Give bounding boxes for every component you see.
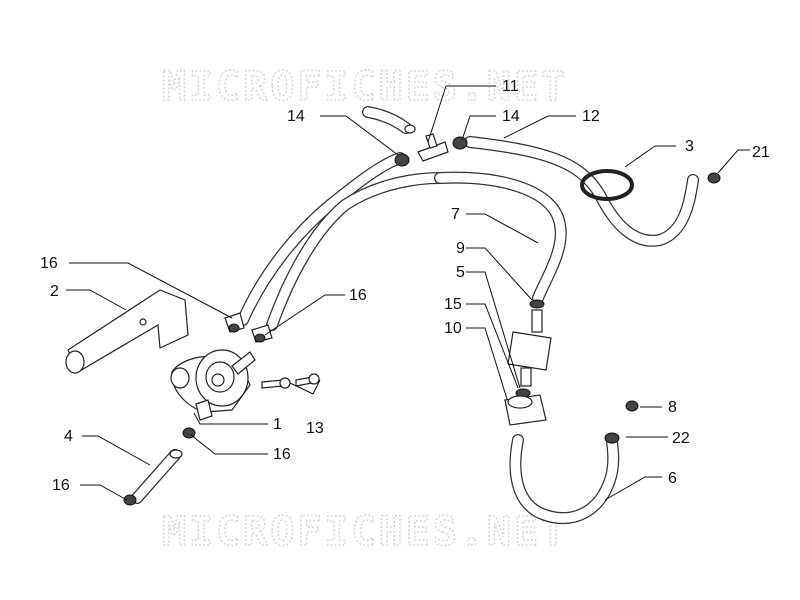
hose-4 [131, 449, 183, 504]
clamp-21 [707, 172, 721, 184]
callout-16-bottom: 16 [52, 477, 70, 494]
callout-16-lower: 16 [273, 446, 291, 463]
callout-1: 1 [273, 416, 282, 433]
hose-7 [434, 171, 567, 304]
callout-14-right: 14 [502, 108, 520, 125]
part-10-holder [504, 394, 547, 426]
callout-12: 12 [582, 108, 600, 125]
callout-16-upper: 16 [40, 255, 58, 272]
fuel-tap-part-1 [170, 349, 256, 421]
callout-10: 10 [444, 320, 462, 337]
callout-15: 15 [444, 296, 462, 313]
screws-part-13 [261, 373, 320, 389]
callout-14-left: 14 [287, 108, 305, 125]
clamp-16-mid [251, 324, 273, 343]
clamp-16-bottom [123, 494, 137, 506]
callout-7: 7 [451, 206, 460, 223]
clamp-16-upper [224, 312, 245, 333]
callout-6: 6 [668, 470, 677, 487]
callout-13: 13 [306, 420, 324, 437]
callout-3: 3 [685, 138, 694, 155]
callout-11: 11 [502, 78, 519, 95]
fuel-filter-part-5 [507, 299, 552, 387]
callout-22: 22 [672, 430, 690, 447]
clamp-22 [604, 432, 620, 444]
callout-2: 2 [50, 283, 59, 300]
callout-8: 8 [668, 399, 677, 416]
clamp-14-left [394, 153, 410, 167]
callout-5: 5 [456, 264, 465, 281]
watermark-top: MICROFICHES.NET [162, 64, 568, 110]
hose-top-stub [362, 106, 416, 134]
clamp-3 [580, 169, 634, 201]
watermark-bottom: MICROFICHES.NET [162, 509, 568, 555]
clamp-14-right [452, 136, 468, 150]
leader-lines [66, 85, 750, 501]
hose-left-pair [237, 152, 446, 331]
hose-6 [509, 434, 620, 525]
hose-12 [464, 136, 699, 247]
callout-21: 21 [752, 144, 770, 161]
bracket-part-2 [65, 289, 189, 374]
callout-9: 9 [456, 240, 465, 257]
clamp-8 [625, 400, 639, 412]
callout-16-mid: 16 [349, 287, 367, 304]
callout-4: 4 [64, 428, 73, 445]
tee-fitting-11 [417, 133, 449, 162]
